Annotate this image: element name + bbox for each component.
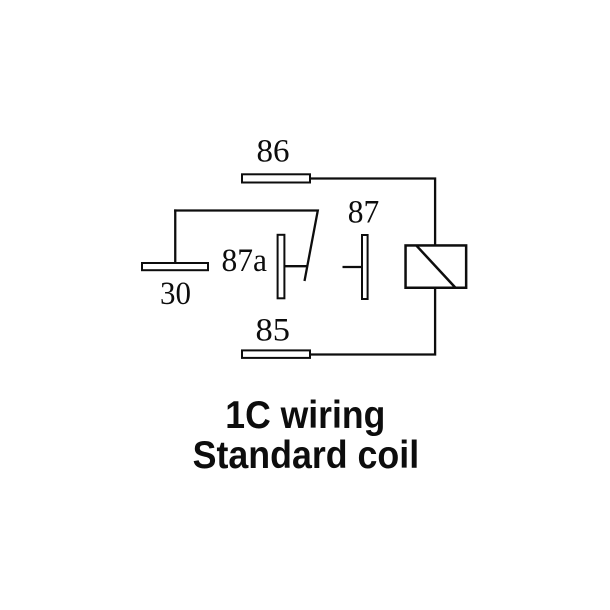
svg-text:87a: 87a	[221, 243, 267, 279]
svg-text:86: 86	[257, 133, 290, 169]
svg-text:1C wiring: 1C wiring	[225, 394, 385, 437]
svg-text:87: 87	[348, 194, 380, 230]
svg-text:Standard coil: Standard coil	[193, 434, 420, 477]
svg-text:85: 85	[256, 312, 291, 348]
svg-text:30: 30	[160, 276, 191, 312]
